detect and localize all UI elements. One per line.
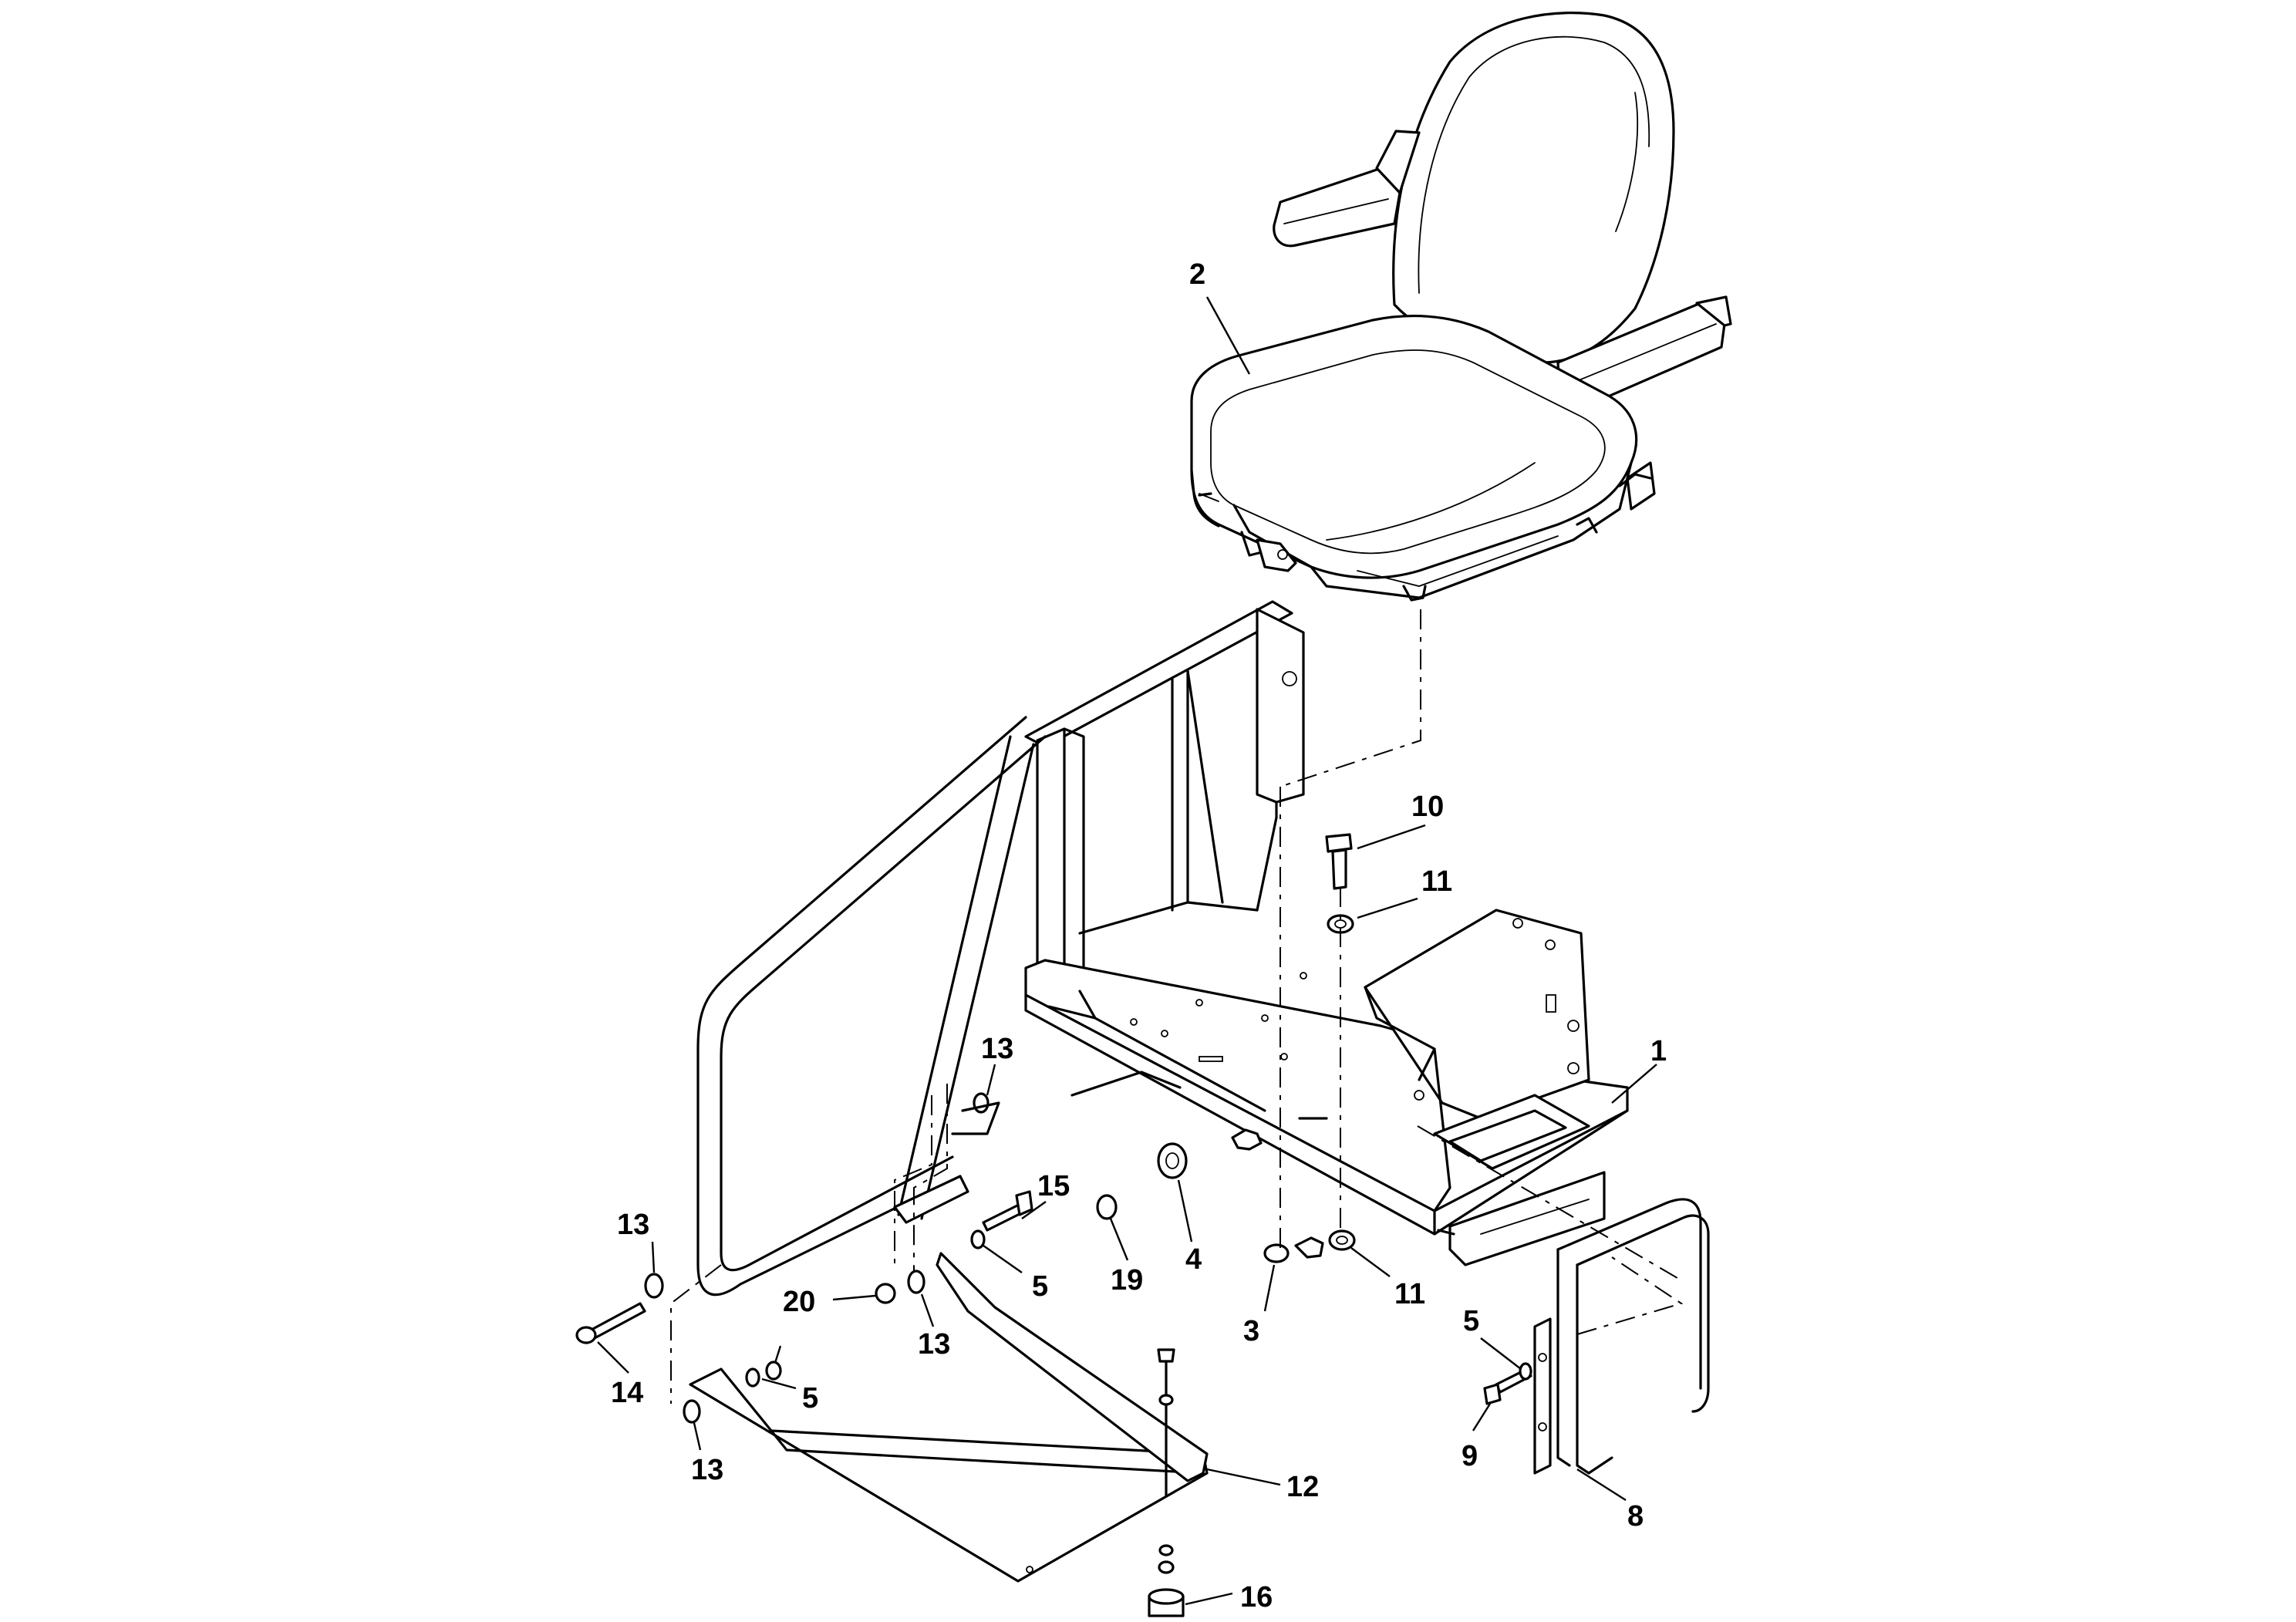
callout-5-right: 5: [1463, 1305, 1479, 1337]
callout-20: 20: [783, 1286, 815, 1318]
callout-3: 3: [1243, 1315, 1259, 1347]
seat-frame-assembly: [1024, 600, 1629, 1266]
callout-13: 13: [981, 1033, 1013, 1065]
callout-8: 8: [1627, 1500, 1644, 1533]
callout-5-lower: 5: [802, 1382, 818, 1415]
callout-11: 11: [1421, 865, 1452, 898]
callout-13-bottom: 13: [691, 1454, 723, 1486]
callout-4: 4: [1185, 1243, 1202, 1276]
callout-2: 2: [1189, 258, 1205, 291]
callout-12: 12: [1286, 1471, 1319, 1503]
callout-13-left: 13: [617, 1209, 649, 1241]
callout-16: 16: [1240, 1581, 1273, 1614]
callout-9: 9: [1462, 1440, 1478, 1472]
callout-5: 5: [1032, 1270, 1048, 1303]
callout-15: 15: [1037, 1170, 1070, 1202]
callout-14: 14: [611, 1377, 643, 1409]
leader-lines: [597, 296, 1657, 1606]
callout-labels: 2 10 11 1 13 15 4 19 5 3 11 13 20 13 14 …: [611, 258, 1667, 1614]
footplate: [689, 1252, 1209, 1583]
callout-1: 1: [1650, 1035, 1667, 1067]
hardware: [575, 833, 1532, 1617]
callout-10: 10: [1411, 791, 1444, 823]
alignment-lines: [670, 609, 1684, 1404]
callout-11-lower: 11: [1394, 1278, 1425, 1310]
handrail: [696, 716, 1047, 1297]
callout-19: 19: [1111, 1264, 1143, 1297]
seat-assembly: [1190, 12, 1732, 602]
side-guard: [1533, 1198, 1710, 1475]
callout-13-mid: 13: [918, 1328, 950, 1361]
